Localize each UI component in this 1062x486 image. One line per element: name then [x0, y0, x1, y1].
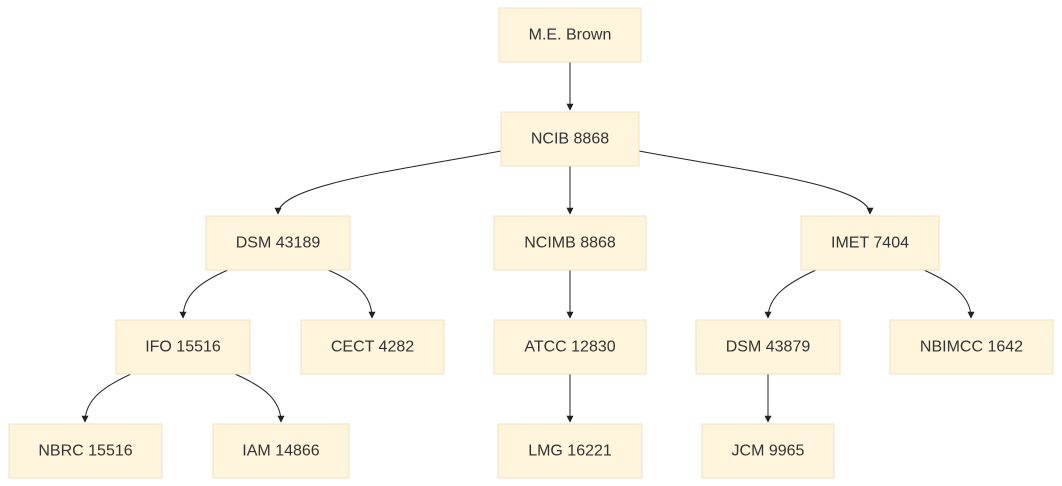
edge-imet-dsm43879: [764, 269, 817, 319]
node-dsm43189: DSM 43189: [205, 215, 351, 271]
node-box: [493, 319, 647, 375]
node-label: NCIB 8868: [531, 131, 609, 148]
node-nbimcc: NBIMCC 1642: [889, 319, 1054, 375]
node-box: [889, 319, 1054, 375]
node-label: DSM 43189: [236, 235, 321, 252]
node-label: M.E. Brown: [529, 27, 612, 44]
node-box: [695, 319, 841, 375]
node-label: NBRC 15516: [38, 443, 132, 460]
node-box: [498, 7, 642, 63]
node-box: [701, 423, 835, 479]
node-box: [300, 319, 445, 375]
node-box: [205, 215, 351, 271]
node-label: JCM 9965: [732, 443, 805, 460]
edges-layer: [81, 62, 975, 423]
node-ncimb: NCIMB 8868: [493, 215, 647, 271]
edge-ifo-nbrc: [81, 373, 132, 423]
node-imet: IMET 7404: [800, 215, 940, 271]
edge-imet-nbimcc: [923, 269, 975, 319]
node-box: [115, 319, 251, 375]
node-box: [500, 111, 640, 167]
edge-ncib-imet: [638, 150, 874, 215]
node-box: [800, 215, 940, 271]
node-brown: M.E. Brown: [498, 7, 642, 63]
node-jcm: JCM 9965: [701, 423, 835, 479]
node-lmg: LMG 16221: [497, 423, 643, 479]
edge-dsm43189-cect: [327, 269, 376, 319]
node-label: NCIMB 8868: [524, 235, 616, 252]
node-nbrc: NBRC 15516: [8, 423, 163, 479]
node-label: IAM 14866: [242, 443, 319, 460]
node-label: CECT 4282: [331, 339, 414, 356]
node-box: [493, 215, 647, 271]
node-label: NBIMCC 1642: [920, 339, 1023, 356]
node-label: ATCC 12830: [524, 339, 615, 356]
edge-ncib-dsm43189: [274, 150, 502, 215]
edge-dsm43189-ifo: [179, 269, 229, 319]
node-label: IFO 15516: [145, 339, 221, 356]
node-cect: CECT 4282: [300, 319, 445, 375]
node-box: [212, 423, 350, 479]
node-label: LMG 16221: [528, 443, 612, 460]
node-box: [497, 423, 643, 479]
node-iam: IAM 14866: [212, 423, 350, 479]
node-box: [8, 423, 163, 479]
node-ncib: NCIB 8868: [500, 111, 640, 167]
node-atcc: ATCC 12830: [493, 319, 647, 375]
node-ifo: IFO 15516: [115, 319, 251, 375]
node-label: IMET 7404: [831, 235, 909, 252]
node-dsm43879: DSM 43879: [695, 319, 841, 375]
edge-ifo-iam: [234, 373, 285, 423]
node-label: DSM 43879: [726, 339, 811, 356]
